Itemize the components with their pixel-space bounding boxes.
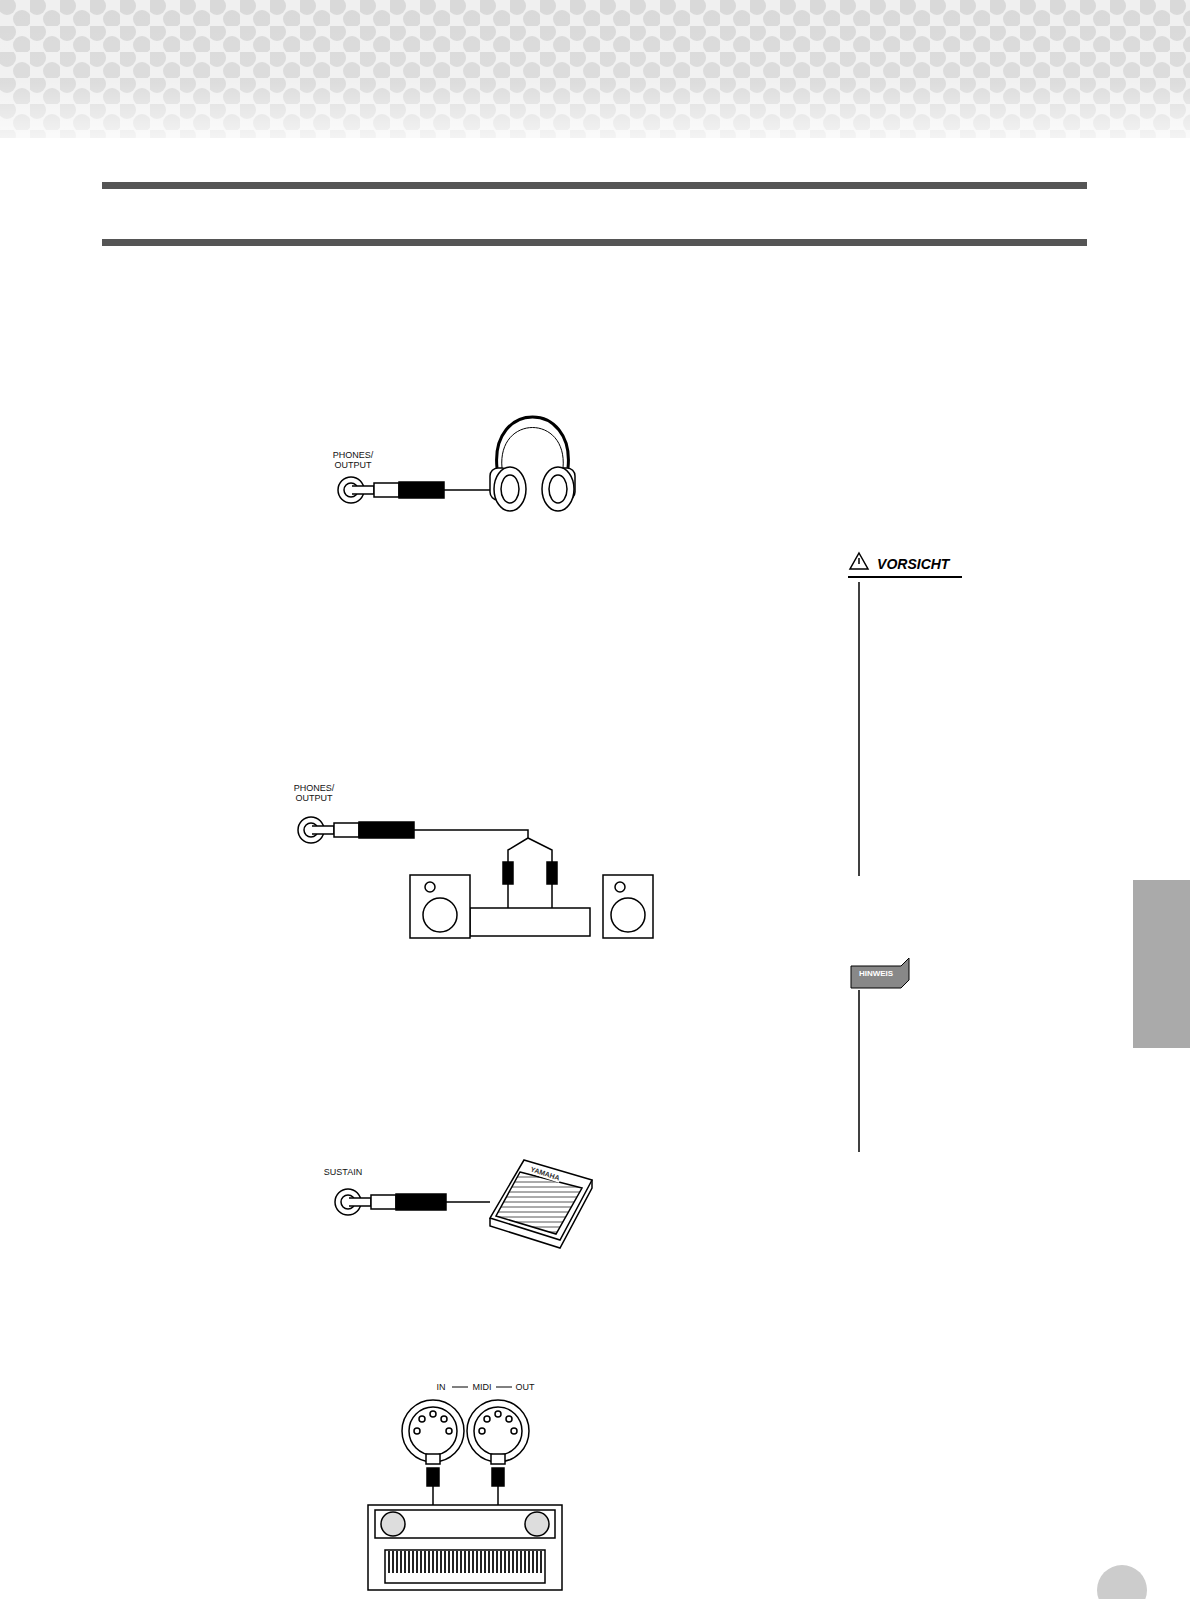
midi-label: IN: [437, 1382, 446, 1392]
jack-label: PHONES/ OUTPUT: [289, 783, 339, 803]
dot-band: [0, 0, 1190, 138]
midi-label: MIDI: [473, 1382, 492, 1392]
side-tab: [1133, 880, 1190, 1048]
caution-heading: VORSICHT: [877, 556, 949, 572]
jack-label: SUSTAIN: [324, 1167, 362, 1177]
stereo-connection: [298, 817, 653, 938]
note-badge: HINWEIS: [859, 969, 893, 979]
rule: [102, 239, 1087, 246]
page-number-circle: [1097, 1565, 1147, 1599]
rule: [102, 182, 1087, 189]
midi-label: OUT: [516, 1382, 535, 1392]
midi-connection: [368, 1387, 562, 1590]
note-marker: [851, 958, 909, 1152]
headphone-connection: [338, 417, 575, 511]
sustain-connection: [335, 1160, 592, 1248]
caution-marker: [848, 553, 962, 876]
jack-label: PHONES/ OUTPUT: [328, 450, 378, 470]
